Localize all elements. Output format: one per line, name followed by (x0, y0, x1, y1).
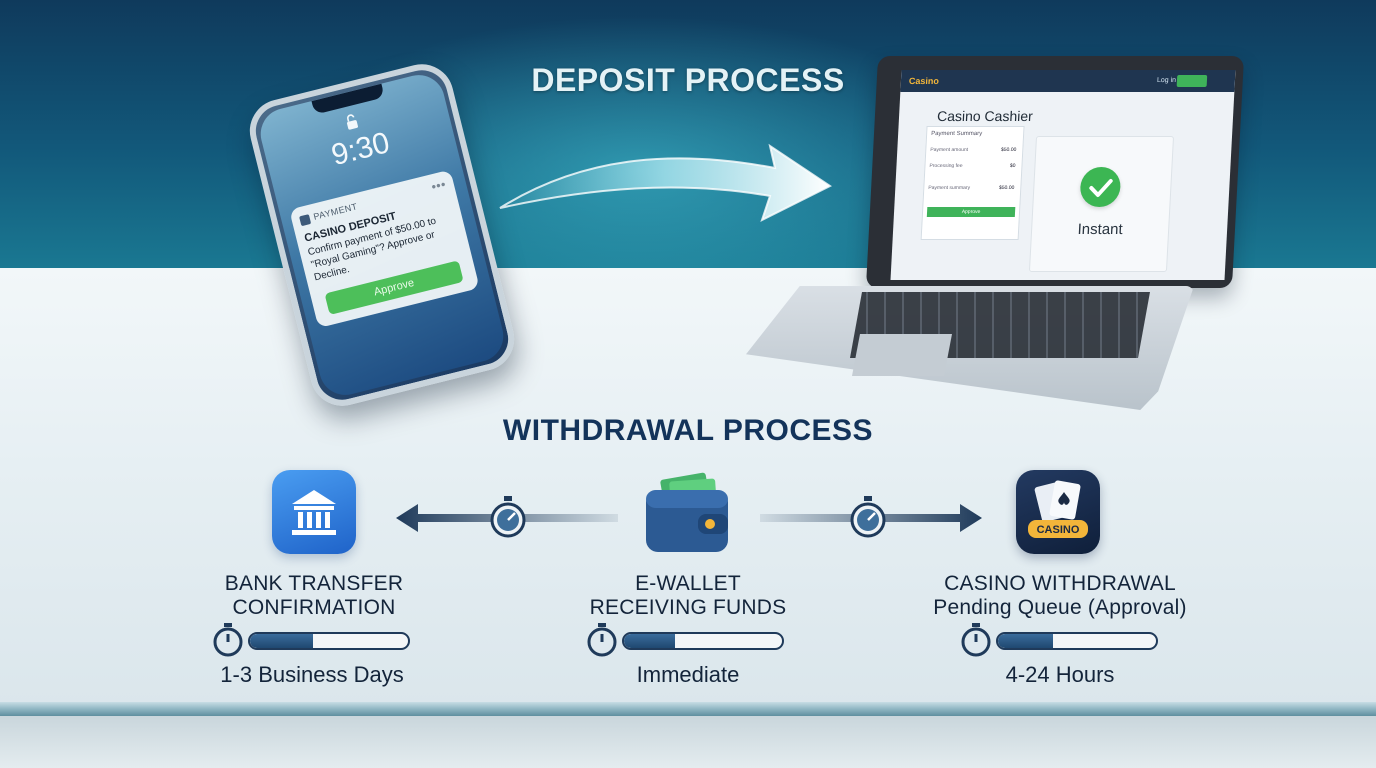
deposit-arrow-icon (499, 143, 832, 222)
summary-row: Processing fee $0 (929, 163, 1017, 171)
summary-row-amount: $0 (1009, 163, 1016, 169)
casino-progress-bar (996, 632, 1158, 650)
stopwatch-icon (850, 496, 886, 538)
casino-logo[interactable]: Casino (908, 76, 940, 86)
casino-icon-text: CASINO (1037, 524, 1080, 536)
summary-row: Payment summary $50.00 (928, 185, 1016, 193)
summary-row-label: Processing fee (929, 163, 963, 169)
cashier-title: Casino Cashier (936, 108, 1034, 124)
bank-progress-bar (248, 632, 410, 650)
casino-progress-fill (998, 634, 1054, 648)
bank-step-title: BANK TRANSFER CONFIRMATION (174, 572, 454, 620)
smartphone: 9:30 PAYMENT ●●● CASINO DEPOSIT Confirm … (243, 57, 521, 413)
stopwatch-icon (490, 496, 526, 538)
notification-app-label: PAYMENT (312, 201, 359, 222)
summary-header: Payment Summary (930, 131, 983, 137)
laptop-touchpad (852, 334, 952, 376)
checkmark-icon (1079, 167, 1122, 207)
instant-label: Instant (1077, 221, 1124, 238)
notification-more-icon: ●●● (430, 179, 447, 192)
ewallet-step-line1: E-WALLET (635, 572, 741, 595)
ewallet-progress-fill (624, 634, 675, 648)
deposit-title: DEPOSIT PROCESS (531, 62, 845, 98)
bank-duration: 1-3 Business Days (220, 662, 404, 687)
summary-row-label: Payment amount (930, 147, 969, 153)
ewallet-step-title: E-WALLET RECEIVING FUNDS (548, 572, 828, 620)
withdrawal-title: WITHDRAWAL PROCESS (502, 414, 874, 447)
wallet-icon (640, 472, 734, 556)
bank-step-line1: BANK TRANSFER (224, 572, 404, 595)
casino-step-line1: CASINO WITHDRAWAL (944, 572, 1176, 595)
ewallet-progress-bar (622, 632, 784, 650)
ewallet-duration: Immediate (636, 662, 740, 687)
summary-row-amount: $50.00 (998, 185, 1015, 191)
casino-duration: 4-24 Hours (1005, 662, 1115, 687)
login-link[interactable]: Log in (1156, 77, 1177, 84)
payment-summary-panel: Payment Summary Payment amount $50.00 Pro… (920, 126, 1025, 240)
casino-step-line2: Pending Queue (Approval) (933, 596, 1187, 619)
bank-icon (272, 470, 356, 554)
casino-app-icon: CASINO (1016, 470, 1100, 554)
summary-row-label: Payment summary (928, 185, 971, 191)
phone-screen: 9:30 PAYMENT ●●● CASINO DEPOSIT Confirm … (255, 69, 509, 401)
payment-notification[interactable]: PAYMENT ●●● CASINO DEPOSIT Confirm payme… (289, 169, 480, 329)
floor-area (0, 716, 1376, 768)
ewallet-step-line2: RECEIVING FUNDS (589, 596, 787, 619)
unlock-icon (342, 112, 361, 130)
summary-row: Payment amount $50.00 (930, 147, 1018, 155)
summary-row-amount: $50.00 (1000, 147, 1017, 153)
bank-progress-fill (250, 634, 314, 648)
timer-icon (961, 623, 991, 657)
payment-app-icon (298, 213, 312, 226)
instant-status-card: Instant (1028, 136, 1175, 272)
table-edge (0, 702, 1376, 716)
casino-step-title: CASINO WITHDRAWAL Pending Queue (Approva… (910, 572, 1210, 620)
timer-icon (587, 623, 617, 657)
timer-icon (213, 623, 243, 657)
bank-step-line2: CONFIRMATION (232, 596, 396, 619)
summary-approve-button[interactable]: Approve (926, 207, 1016, 217)
phone-notch (311, 83, 385, 115)
join-button[interactable] (1176, 75, 1208, 87)
laptop-screen: Casino Log in Casino Cashier Payment Sum… (890, 70, 1236, 280)
